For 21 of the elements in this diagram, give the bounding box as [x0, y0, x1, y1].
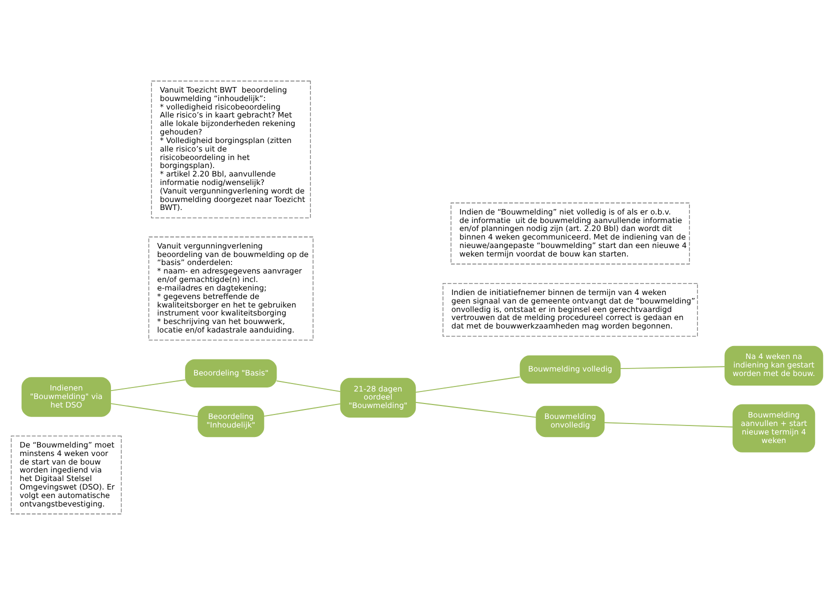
- connector: [415, 376, 520, 393]
- node-box: 21-28 dagen oordeel "Bouwmelding": [340, 378, 416, 418]
- connector: [110, 403, 198, 418]
- node-box: Vanuit Toezicht BWT beoordeling bouwmelding “inhoudelijk”: * volledigheid risicobeoordeling Alle risico’s in kaart gebracht? Met alle lokale bijzonderheden rekening gehouden? * Volledigheid borgingsplan (zitten alle risico’s uit de risicobeoordeling in het borgingsplan). * artikel 2.20 Bbl, aanvullende informatie nodig/wenselijk? (Vanuit vergunningverlening wordt de bouwmelding doorgezet naar Toezicht BWT).: [151, 80, 311, 218]
- node-box: Indien de initiatiefnemer binnen de termijn van 4 weken geen signaal van de gemeente ontvangt dat de “bouwmelding” onvolledig is, ontstaat er in beginsel een gerechtvaardigd vertrouwen dat de melding procedureel correct is gedaan en dat met de bouwwerkzaamheden mag worden begonnen.: [442, 283, 698, 337]
- node-box: Bouwmelding volledig: [520, 355, 621, 384]
- node-box: Bouwmelding aanvullen + start nieuwe termijn 4 weken: [732, 404, 816, 452]
- node-box: Bouwmelding onvolledig: [536, 406, 605, 438]
- node-box: Indienen "Bouwmelding" via het DSO: [22, 377, 111, 417]
- node-box: Beoordeling "Inhoudelijk": [198, 406, 264, 438]
- connector: [415, 402, 536, 418]
- node-box: Beoordeling "Basis": [185, 359, 277, 388]
- node-box: Vanuit vergunningverlening beoordeling van de bouwmelding op de “basis” onderdelen: * naam- en adresgegevens aanvrager en/of gemachtigde(n) incl. e-mailadres en dagtekening; * gegevens betreffende de kwaliteitsborger en het te gebruiken instrument voor kwaliteitsborging * beschrijving van het bouwwerk, locatie en/of kadastrale aanduiding.: [148, 236, 314, 340]
- connector: [620, 366, 726, 370]
- node-box: Na 4 weken na indiening kan gestart worden met de bouw.: [724, 346, 824, 386]
- node-box: Indien de “Bouwmelding” niet volledig is of als er o.b.v. de informatie uit de bouwmelding aanvullende informatie en/of planningen nodig zijn (art. 2.20 Bbl) dan wordt dit binnen 4 weken gecommuniceerd. Met de indiening van de nieuwe/aangepaste “bouwmelding” start dan een nieuwe 4 weken termijn voordat de bouw kan starten.: [450, 202, 690, 264]
- connector: [110, 379, 186, 392]
- connector: [264, 403, 341, 417]
- node-box: De “Bouwmelding” moet minstens 4 weken voor de start van de bouw worden ingediend via het Digitaal Stelsel Omgevingswet (DSO). Er volgt een automatische ontvangstbevestiging.: [10, 436, 122, 514]
- connector: [276, 380, 341, 392]
- connector: [604, 422, 734, 428]
